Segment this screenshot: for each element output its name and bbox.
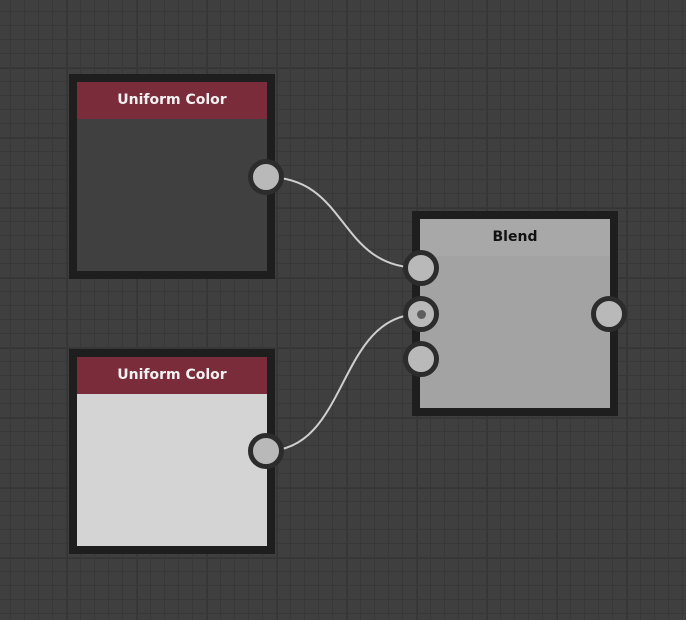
input-port-2[interactable] (403, 296, 439, 332)
output-port[interactable] (591, 296, 627, 332)
uniform-color-node-1[interactable]: Uniform Color (69, 74, 275, 279)
blend-preview (420, 256, 610, 408)
output-port[interactable] (248, 159, 284, 195)
output-port[interactable] (248, 433, 284, 469)
color-preview (77, 119, 267, 271)
color-preview (77, 394, 267, 546)
input-port-1[interactable] (403, 250, 439, 286)
port-connected-dot (416, 309, 426, 319)
wire-uniform-color-2-to-blend (265, 313, 422, 452)
blend-node[interactable]: Blend (412, 211, 618, 416)
wire-uniform-color-1-to-blend (265, 176, 422, 269)
input-port-3[interactable] (403, 341, 439, 377)
node-title: Uniform Color (77, 357, 267, 394)
uniform-color-node-2[interactable]: Uniform Color (69, 349, 275, 554)
node-title: Blend (420, 219, 610, 257)
node-title: Uniform Color (77, 82, 267, 119)
